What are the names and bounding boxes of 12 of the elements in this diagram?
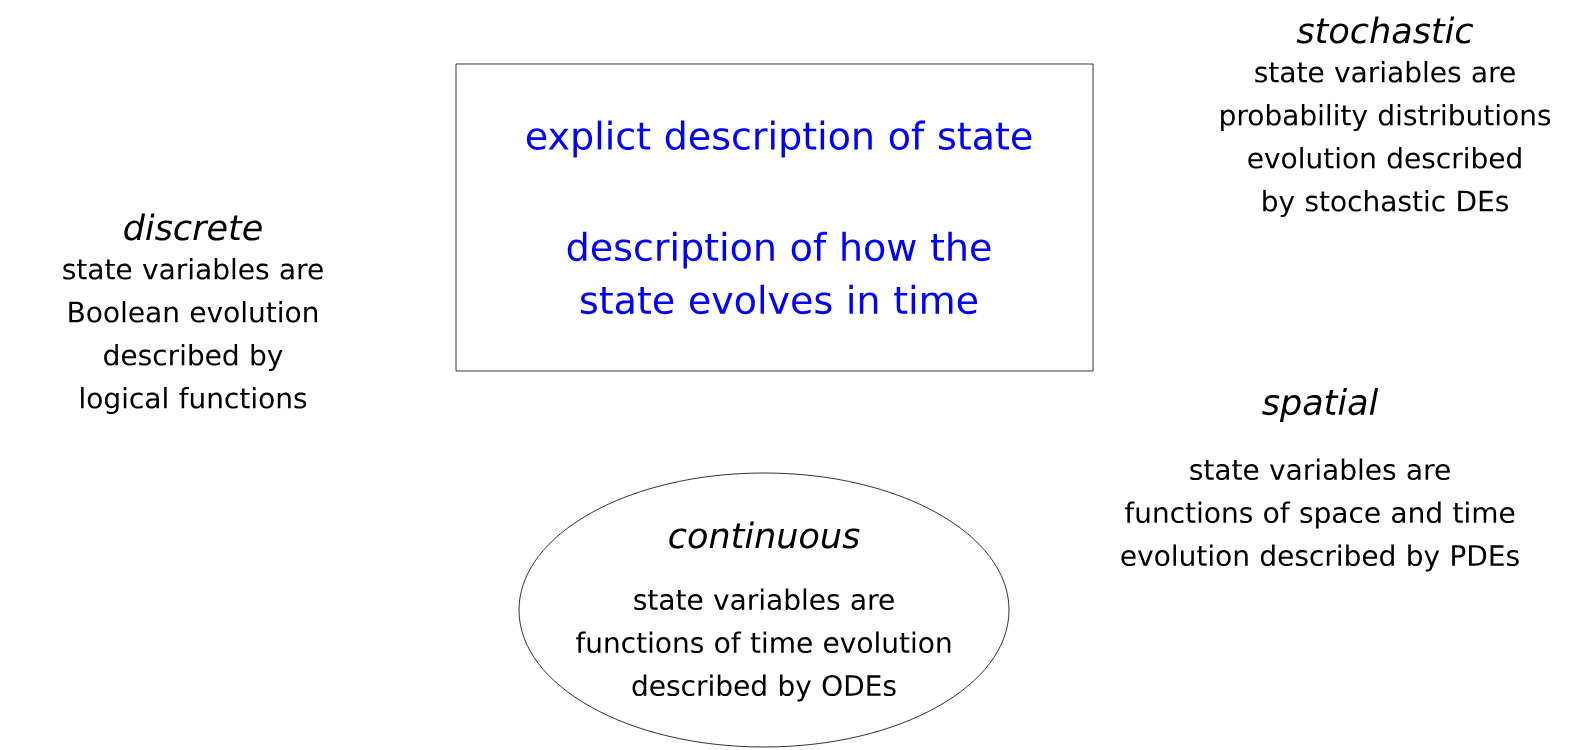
description-text: state variables are functions of time evolution described by ODEs (576, 588, 951, 702)
box-text: description of how the state evolves in time (567, 231, 991, 315)
category-heading: spatial (1262, 388, 1379, 422)
heading-text: continuous (669, 521, 860, 549)
category-heading: stochastic (1296, 16, 1474, 44)
ellipse-shape (518, 472, 1010, 748)
box-text: explict description of state (526, 120, 1032, 158)
description-text: state variables are Boolean evolution described by logical functions (63, 257, 323, 415)
description-text: state variables are functions of space and time evolution described by PDEs (1121, 458, 1519, 572)
category-heading: discrete (124, 213, 262, 241)
description-text: state variables are probability distributions evolution described by stochastic DEs (1221, 60, 1551, 218)
text-box (455, 63, 1094, 372)
